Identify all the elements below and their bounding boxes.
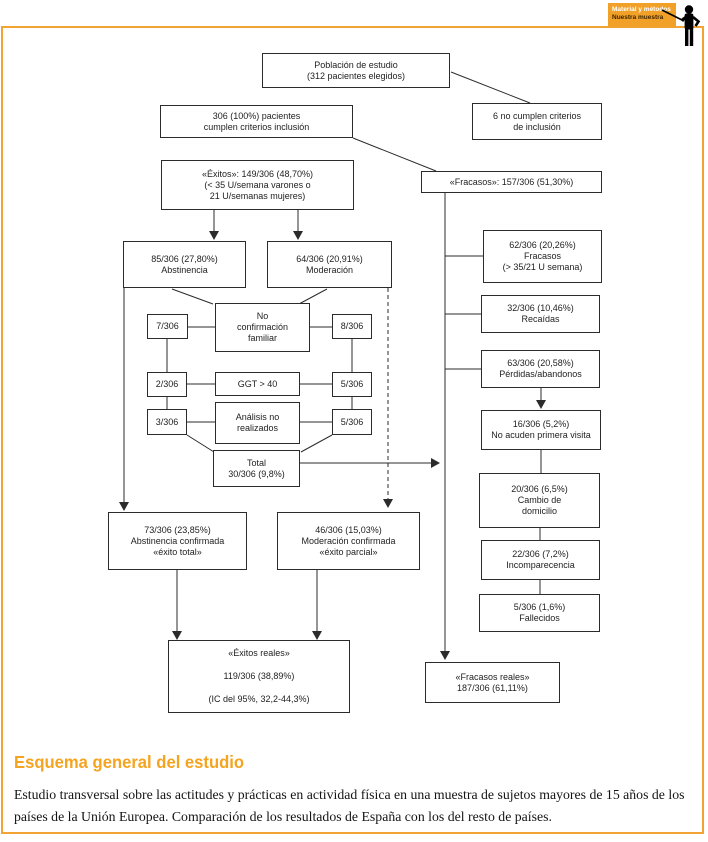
flow-box-exitos-reales: «Éxitos reales» 119/306 (38,89%) (IC del… <box>168 640 350 713</box>
flow-box-8-306: 8/306 <box>332 314 372 339</box>
presenter-silhouette-icon <box>661 5 701 46</box>
flow-box-perdidas-63: 63/306 (20,58%) Pérdidas/abandonos <box>481 350 600 388</box>
flow-box-fracasos: «Fracasos»: 157/306 (51,30%) <box>421 171 602 193</box>
flow-box-fallecidos-5: 5/306 (1,6%) Fallecidos <box>479 594 600 632</box>
logo-title: Material y métodos <box>612 6 671 13</box>
flow-box-poblacion: Población de estudio (312 pacientes eleg… <box>262 53 450 88</box>
logo-subtitle: Nuestra muestra <box>612 14 664 21</box>
flow-box-cumplen: 306 (100%) pacientes cumplen criterios i… <box>160 105 353 138</box>
flow-box-cambio-20: 20/306 (6,5%) Cambio de domicilio <box>479 473 600 528</box>
figure-caption-title: Esquema general del estudio <box>14 752 245 772</box>
flow-box-ggt: GGT > 40 <box>215 372 300 396</box>
flow-box-abstinencia-confirmada: 73/306 (23,85%) Abstinencia confirmada «… <box>108 512 247 570</box>
flow-box-moderacion-confirmada: 46/306 (15,03%) Moderación confirmada «é… <box>277 512 420 570</box>
flow-box-no-cumplen: 6 no cumplen criterios de inclusión <box>472 103 602 140</box>
flow-box-exitos: «Éxitos»: 149/306 (48,70%) (< 35 U/seman… <box>161 160 354 210</box>
figure-caption-text: Estudio transversal sobre las actitudes … <box>14 787 685 824</box>
flow-box-recaidas-32: 32/306 (10,46%) Recaídas <box>481 295 600 333</box>
flow-box-5-306-a: 5/306 <box>332 372 372 397</box>
flow-box-noacuden-16: 16/306 (5,2%) No acuden primera visita <box>481 410 601 450</box>
flow-box-moderacion: 64/306 (20,91%) Moderación <box>267 241 392 288</box>
flow-box-fracasos-reales: «Fracasos reales» 187/306 (61,11%) <box>425 662 560 703</box>
flow-box-2-306: 2/306 <box>147 372 187 397</box>
flow-box-fracasos-62: 62/306 (20,26%) Fracasos (> 35/21 U sema… <box>483 230 602 283</box>
page-border-frame <box>1 26 704 834</box>
flow-box-incomparecencia-22: 22/306 (7,2%) Incomparecencia <box>481 540 600 580</box>
flow-box-total: Total 30/306 (9,8%) <box>213 450 300 487</box>
flow-box-3-306: 3/306 <box>147 409 187 435</box>
flow-box-analisis: Análisis no realizados <box>215 402 300 444</box>
flow-box-no-confirmacion: No confirmación familiar <box>215 303 310 352</box>
flow-box-7-306: 7/306 <box>147 314 188 339</box>
section-logo: Material y métodos Nuestra muestra <box>608 3 676 27</box>
flow-box-5-306-b: 5/306 <box>332 409 372 435</box>
flow-box-abstinencia: 85/306 (27,80%) Abstinencia <box>123 241 246 288</box>
